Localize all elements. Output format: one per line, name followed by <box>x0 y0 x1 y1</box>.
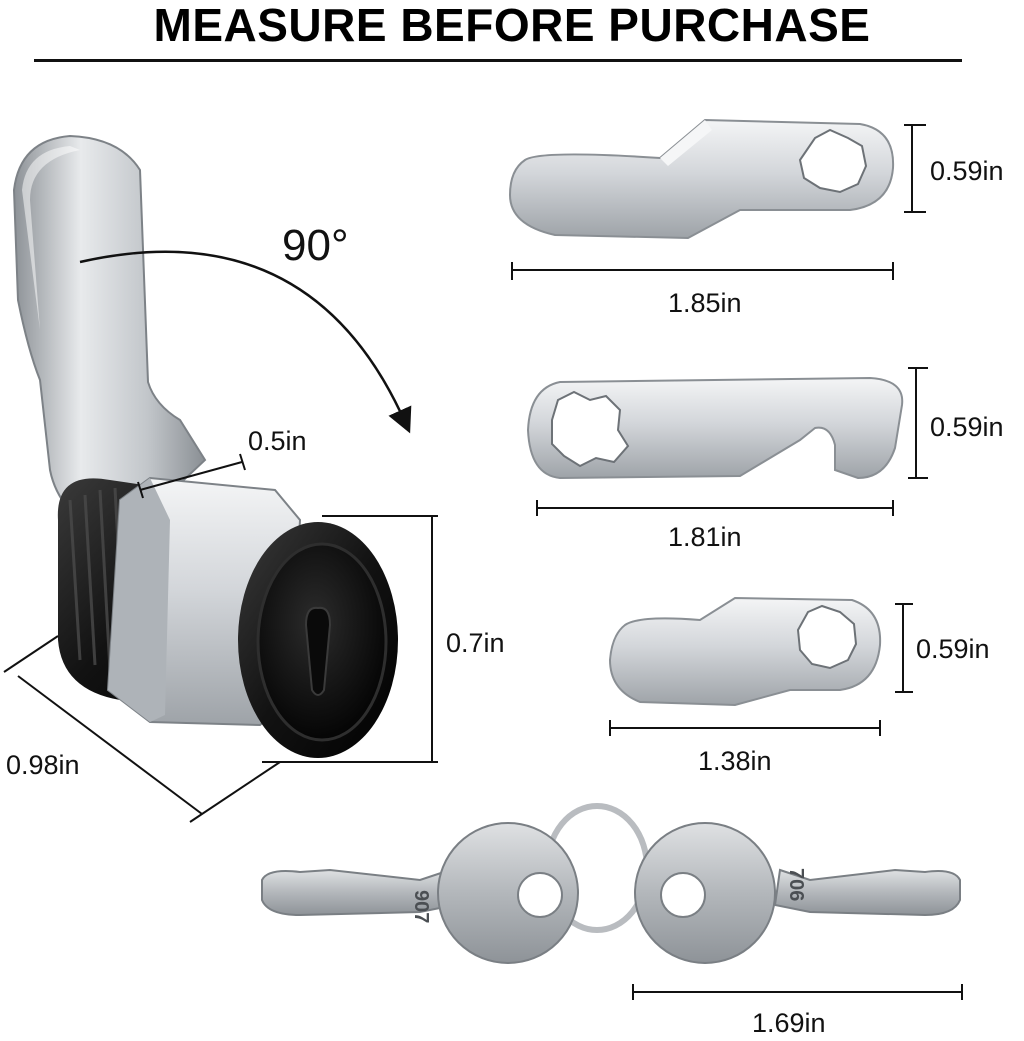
right-key-code: 706 <box>785 868 807 901</box>
cam-lock-illustration <box>12 134 398 758</box>
cam-2-height-label: 0.59in <box>930 412 1004 442</box>
cam-1-length-label: 1.85in <box>668 288 742 318</box>
right-key <box>634 822 961 964</box>
keyway <box>304 606 332 696</box>
dimension-key-length <box>632 984 963 1000</box>
cam-2-illustration <box>526 376 904 480</box>
cam-3-length-label: 1.38in <box>698 746 772 776</box>
key-length-label: 1.69in <box>752 1008 826 1038</box>
left-key-code: 907 <box>410 890 432 923</box>
left-key <box>261 822 579 964</box>
cam-2-star-hole <box>551 390 630 468</box>
cam-3-illustration <box>608 596 882 707</box>
page-title: MEASURE BEFORE PURCHASE <box>153 0 871 51</box>
dimension-hex-width <box>137 453 246 499</box>
cam-1-star-hole <box>798 128 868 194</box>
rotation-arrow <box>79 250 412 434</box>
dimension-body-length <box>3 635 281 823</box>
body-length-label: 0.98in <box>6 750 80 780</box>
cam-3-height-label: 0.59in <box>916 634 990 664</box>
cam-2-length-label: 1.81in <box>668 522 742 552</box>
dimension-cam-2 <box>536 367 928 516</box>
hex-width-label: 0.5in <box>248 426 307 456</box>
dimension-cylinder-diameter <box>262 515 438 763</box>
title-underline <box>34 59 962 62</box>
cylinder-diameter-label: 0.7in <box>446 628 505 658</box>
dimension-cam-1 <box>511 124 926 280</box>
cam-1-illustration <box>508 118 895 240</box>
cam-arm <box>12 134 207 542</box>
cam-3-star-hole <box>796 604 858 670</box>
cam-1-height-label: 0.59in <box>930 156 1004 186</box>
rotation-label: 90° <box>282 221 349 270</box>
dimension-cam-3 <box>609 603 913 736</box>
